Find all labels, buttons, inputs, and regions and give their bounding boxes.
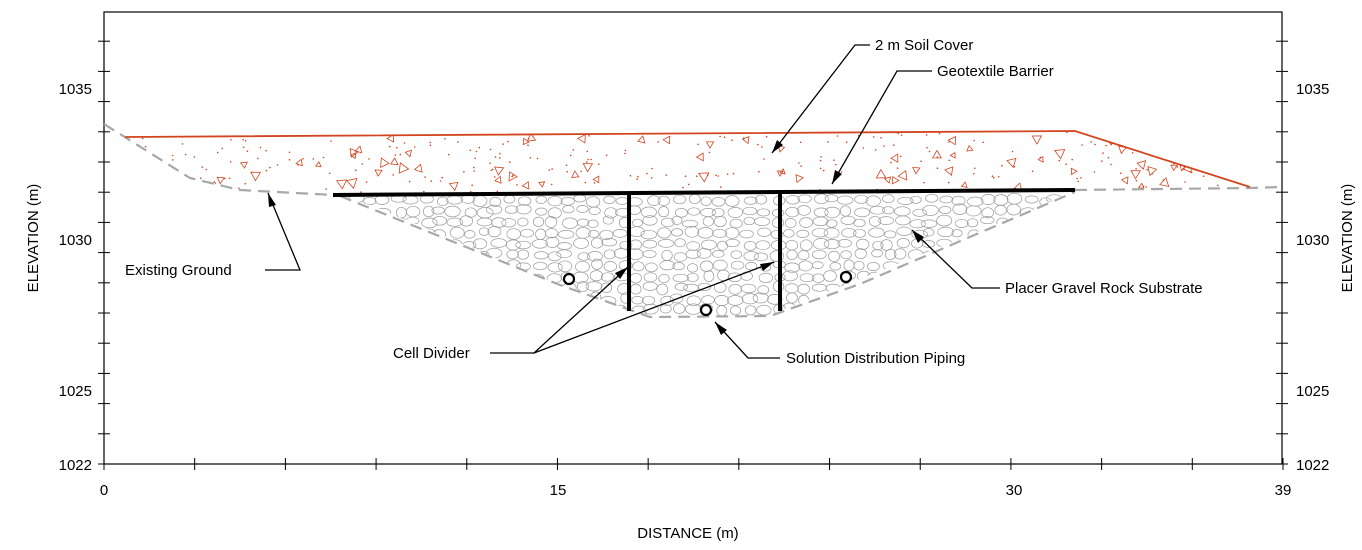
axis-ticks: [98, 40, 1288, 470]
leader-piping: [714, 321, 780, 359]
x-tick-0: 0: [100, 482, 108, 499]
existing-ground-right: [1074, 185, 1283, 192]
y-tick-right-1030: 1030: [1296, 232, 1329, 249]
y-tick-left-1025: 1025: [59, 383, 92, 400]
label-solution-piping: Solution Distribution Piping: [786, 350, 965, 367]
geotextile-barrier-line: [332, 188, 1076, 197]
x-tick-39: 39: [1275, 482, 1292, 499]
label-existing-ground: Existing Ground: [125, 262, 232, 279]
y-tick-left-1030: 1030: [59, 232, 92, 249]
y-tick-right-1035: 1035: [1296, 81, 1329, 98]
y-tick-left-1022: 1022: [59, 457, 92, 474]
leader-arrowheads: [268, 140, 924, 335]
y-tick-right-1022: 1022: [1296, 457, 1329, 474]
x-tick-30: 30: [1006, 482, 1023, 499]
y-tick-left-1035: 1035: [59, 81, 92, 98]
soil-cover-top-line: [124, 130, 1251, 188]
excavation-outline: [339, 190, 1076, 319]
pipe-1: [562, 272, 576, 286]
y-tick-right-1025: 1025: [1296, 383, 1329, 400]
leader-soil-cover: [771, 44, 870, 154]
leader-lines: [265, 44, 1000, 359]
leader-placer-gravel: [911, 229, 1000, 289]
leader-cell-divider-1: [490, 266, 629, 354]
label-geotextile-barrier: Geotextile Barrier: [937, 63, 1054, 80]
existing-ground-left: [103, 123, 334, 197]
y-axis-title-right: ELEVATION (m): [1339, 184, 1356, 293]
pipe-3: [839, 270, 853, 284]
label-soil-cover: 2 m Soil Cover: [875, 37, 973, 54]
x-tick-15: 15: [550, 482, 567, 499]
label-cell-divider: Cell Divider: [393, 345, 470, 362]
soil-cover-hatch: [140, 131, 1228, 195]
plot-frame: [103, 11, 1283, 465]
leader-cell-divider-2: [533, 261, 775, 354]
label-placer-gravel: Placer Gravel Rock Substrate: [1005, 280, 1203, 297]
leader-existing-ground: [265, 192, 301, 271]
y-axis-title-left: ELEVATION (m): [25, 184, 42, 293]
leader-geotextile: [831, 70, 932, 185]
pipe-2: [699, 303, 713, 317]
x-axis-title: DISTANCE (m): [637, 525, 738, 542]
